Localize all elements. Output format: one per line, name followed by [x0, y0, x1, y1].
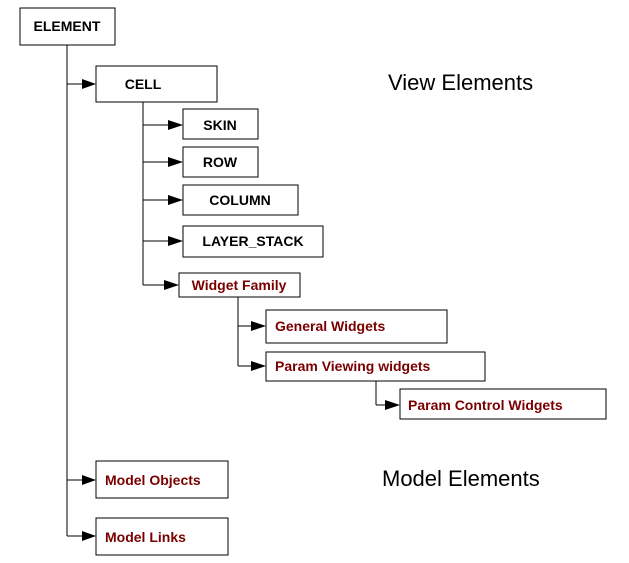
node-general-widgets: General Widgets [265, 309, 448, 344]
node-param-control-widgets: Param Control Widgets [399, 388, 607, 420]
arrow-to-cell [82, 79, 96, 89]
view-elements-heading: View Elements [388, 70, 533, 95]
node-param-viewing-widgets: Param Viewing widgets [265, 351, 486, 382]
arrow-to-row [168, 157, 183, 167]
arrow-to-general-widgets [251, 321, 266, 331]
arrow-to-layer-stack [168, 236, 183, 246]
connectors [66, 45, 385, 537]
arrow-to-column [168, 195, 183, 205]
node-model-links-label: Model Links [105, 529, 186, 545]
node-param-control-widgets-label: Param Control Widgets [408, 397, 563, 413]
node-model-objects-label: Model Objects [105, 472, 201, 488]
arrow-to-widget-family [164, 280, 179, 290]
node-param-viewing-widgets-label: Param Viewing widgets [275, 358, 431, 374]
node-widget-family: Widget Family [178, 272, 301, 298]
node-cell-label: CELL [125, 76, 162, 92]
node-layer-stack-label: LAYER_STACK [202, 233, 303, 249]
node-model-objects: Model Objects [95, 460, 229, 499]
node-row-label: ROW [203, 154, 238, 170]
arrow-to-param-viewing-widgets [251, 361, 266, 371]
arrow-to-param-control-widgets [385, 400, 400, 410]
node-skin: SKIN [182, 108, 259, 140]
node-skin-label: SKIN [203, 117, 236, 133]
node-layer-stack: LAYER_STACK [182, 225, 324, 258]
node-general-widgets-label: General Widgets [275, 318, 386, 334]
node-column-label: COLUMN [209, 192, 270, 208]
node-element: ELEMENT [19, 7, 116, 46]
arrow-to-model-links [82, 531, 96, 541]
arrow-to-skin [168, 120, 183, 130]
arrow-to-model-objects [82, 475, 96, 485]
node-model-links: Model Links [95, 517, 229, 556]
model-elements-heading: Model Elements [382, 466, 540, 491]
node-row: ROW [182, 146, 259, 178]
node-element-label: ELEMENT [34, 18, 101, 34]
arrowheads [82, 79, 400, 541]
node-widget-family-label: Widget Family [192, 277, 287, 293]
node-cell: CELL [95, 65, 218, 103]
node-column: COLUMN [182, 184, 299, 216]
